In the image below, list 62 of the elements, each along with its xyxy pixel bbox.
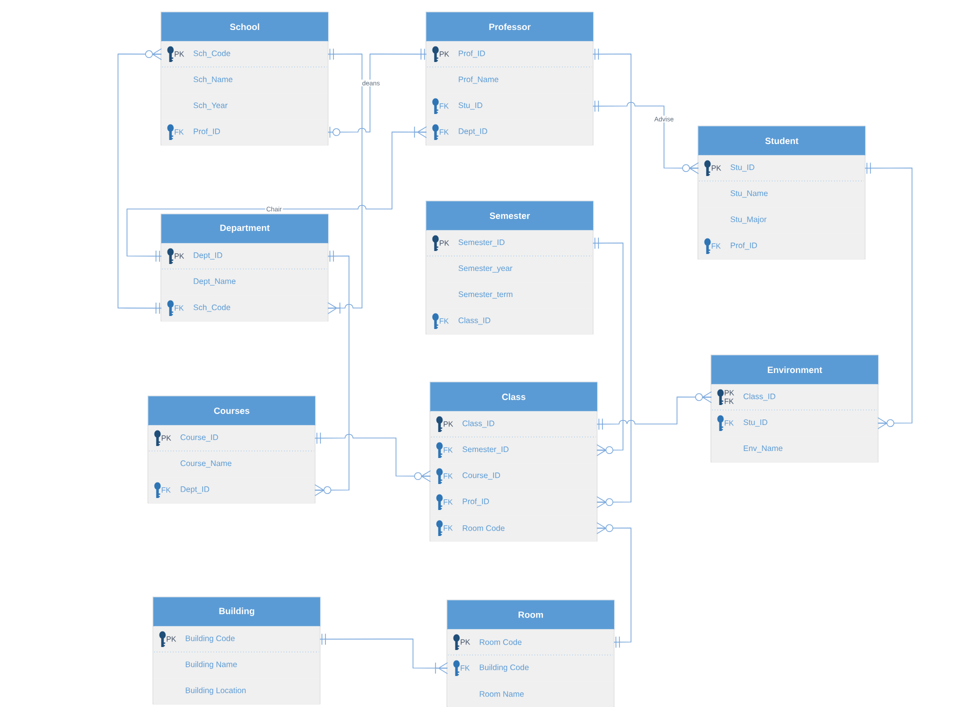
- relationship-line: [328, 48, 362, 314]
- node-label: Dept_ID: [458, 128, 488, 136]
- node-label: Stu_Name: [730, 190, 768, 198]
- node-label: Prof_ID: [194, 128, 220, 136]
- node-label: Building Name: [186, 661, 237, 669]
- node-label: Course_Name: [180, 460, 232, 468]
- node-label: Sch_Code: [194, 304, 230, 312]
- node-label: Stu_ID: [730, 164, 754, 172]
- node-label: Stu_ID: [744, 419, 768, 427]
- node-label: Building Location: [186, 687, 246, 695]
- node-label: Semester_term: [458, 291, 512, 299]
- attribute-row: Semester_term: [426, 282, 593, 308]
- node-label: Semester_year: [458, 265, 512, 273]
- node-label: Class_ID: [458, 317, 490, 325]
- node-label: Stu_ID: [458, 102, 482, 110]
- attribute-row: Building Location: [154, 678, 320, 704]
- node-label: Prof_ID: [458, 50, 485, 58]
- node-label: Semester_ID: [458, 239, 505, 247]
- node-label: Semester_ID: [462, 446, 509, 454]
- relationship-line: [126, 126, 427, 262]
- node-label: Sch_Code: [194, 50, 230, 58]
- relationship-line: [592, 100, 699, 174]
- attribute-row: Prof_Name: [426, 67, 593, 94]
- node-label: Prof_Name: [458, 76, 498, 84]
- node-label: Room Name: [480, 691, 524, 697]
- attribute-row: Semester_year: [426, 256, 593, 282]
- relationship-line: [596, 391, 712, 430]
- attribute-row: Room Name: [448, 681, 614, 707]
- attribute-row: Env_Name: [712, 436, 878, 462]
- node-label: Building Code: [186, 635, 235, 643]
- node-label: Room Code: [462, 525, 505, 531]
- attribute-row: Stu_Major: [698, 207, 865, 234]
- attribute-row: Sch_Year: [162, 93, 328, 120]
- relationship-line: [314, 432, 431, 482]
- node-label: Dept_ID: [180, 486, 210, 494]
- relationship-line: [320, 634, 448, 674]
- node-label: Dept_ID: [194, 252, 222, 260]
- node-label: Dept_Name: [194, 278, 236, 286]
- relationship-line: [592, 238, 624, 456]
- attribute-row: Stu_Name: [698, 181, 865, 208]
- node-label: Course_ID: [462, 472, 500, 480]
- node-label: Room Code: [480, 639, 522, 645]
- attribute-row: Course_Name: [148, 451, 315, 478]
- node-label: Prof_ID: [730, 242, 757, 250]
- node-label: Sch_Name: [194, 76, 232, 84]
- attribute-row: Building Name: [154, 652, 320, 678]
- node-label: Prof_ID: [462, 498, 489, 506]
- node-label: Building Code: [480, 664, 529, 672]
- attribute-row: Sch_Name: [162, 67, 328, 94]
- node-label: Course_ID: [180, 434, 218, 442]
- relationship-line: [118, 48, 162, 314]
- relationship-line: [592, 48, 632, 508]
- node-label: Class_ID: [462, 420, 494, 428]
- node-label: Env_Name: [744, 445, 782, 453]
- attribute-row: Dept_Name: [162, 269, 328, 296]
- relationship-line: [314, 250, 350, 496]
- node-label: Class_ID: [744, 393, 776, 401]
- node-label: Sch_Year: [194, 102, 228, 110]
- relationship-line: [596, 522, 632, 648]
- relationship-line: [328, 48, 427, 138]
- node-label: Stu_Major: [730, 216, 767, 224]
- relationship-line: [864, 162, 912, 430]
